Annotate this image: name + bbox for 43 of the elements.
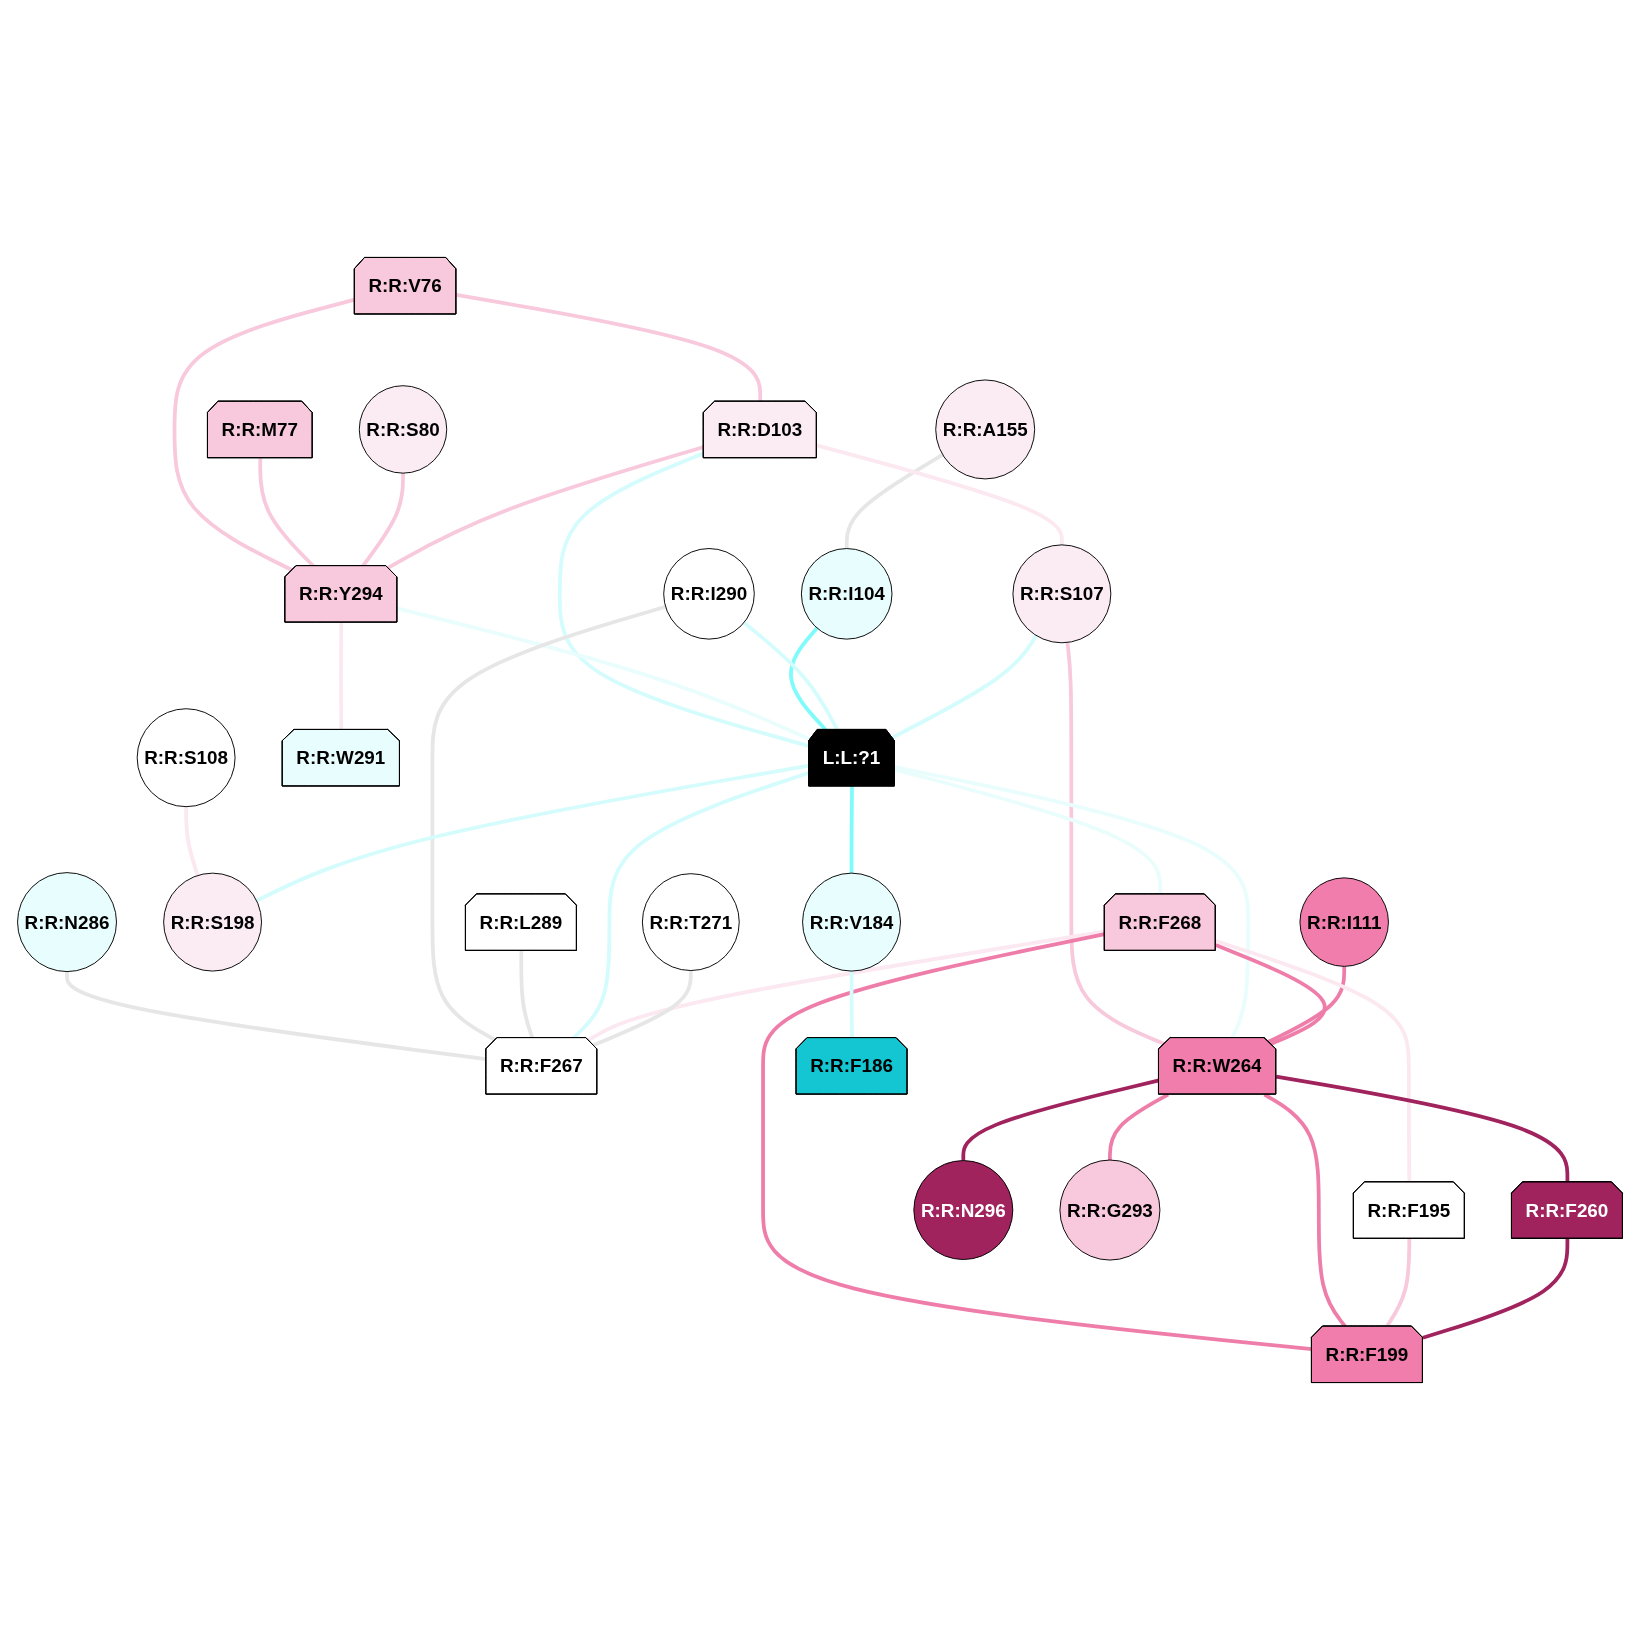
connector (65, 971, 487, 1061)
connector (1215, 939, 1412, 1183)
connector (1065, 642, 1166, 1046)
connector (961, 1078, 1160, 1161)
connector (1422, 1238, 1570, 1340)
node-circle: R:R:V184 (802, 872, 901, 972)
connector (456, 293, 763, 402)
connector (255, 763, 810, 903)
node-circle: R:R:A155 (935, 379, 1036, 480)
node-circle: R:R:I104 (800, 548, 893, 640)
connector (891, 634, 1038, 740)
connector (816, 443, 1064, 545)
connector (849, 971, 854, 1039)
node-circle: R:R:N296 (913, 1160, 1014, 1260)
node-circle: R:R:S108 (136, 708, 236, 808)
connector (894, 765, 1251, 1039)
node-circle: R:R:N286 (17, 872, 117, 973)
node-circle: R:R:I111 (1299, 877, 1389, 967)
connector (1267, 966, 1347, 1044)
connector (844, 453, 944, 549)
connector (396, 606, 812, 742)
connector (557, 451, 810, 748)
node-circle: R:R:S198 (163, 872, 262, 972)
node-circle: R:R:T271 (641, 873, 740, 971)
connector (894, 767, 1163, 895)
connector (1385, 1238, 1412, 1328)
connector (587, 929, 1106, 1042)
connector (430, 604, 667, 1042)
connector (1275, 1074, 1570, 1183)
node-circle: R:R:S80 (358, 385, 448, 474)
connector (592, 970, 693, 1047)
connector (387, 445, 705, 570)
node-circle: R:R:S107 (1012, 544, 1112, 644)
connector (184, 806, 200, 877)
node-circle: R:R:G293 (1059, 1159, 1161, 1261)
connector (519, 950, 535, 1039)
connector (339, 622, 344, 730)
connector (761, 932, 1313, 1351)
connector (742, 621, 839, 731)
connector (1215, 943, 1327, 1046)
node-circle: R:R:I290 (663, 548, 755, 640)
connector (172, 297, 356, 572)
connector (849, 786, 854, 874)
